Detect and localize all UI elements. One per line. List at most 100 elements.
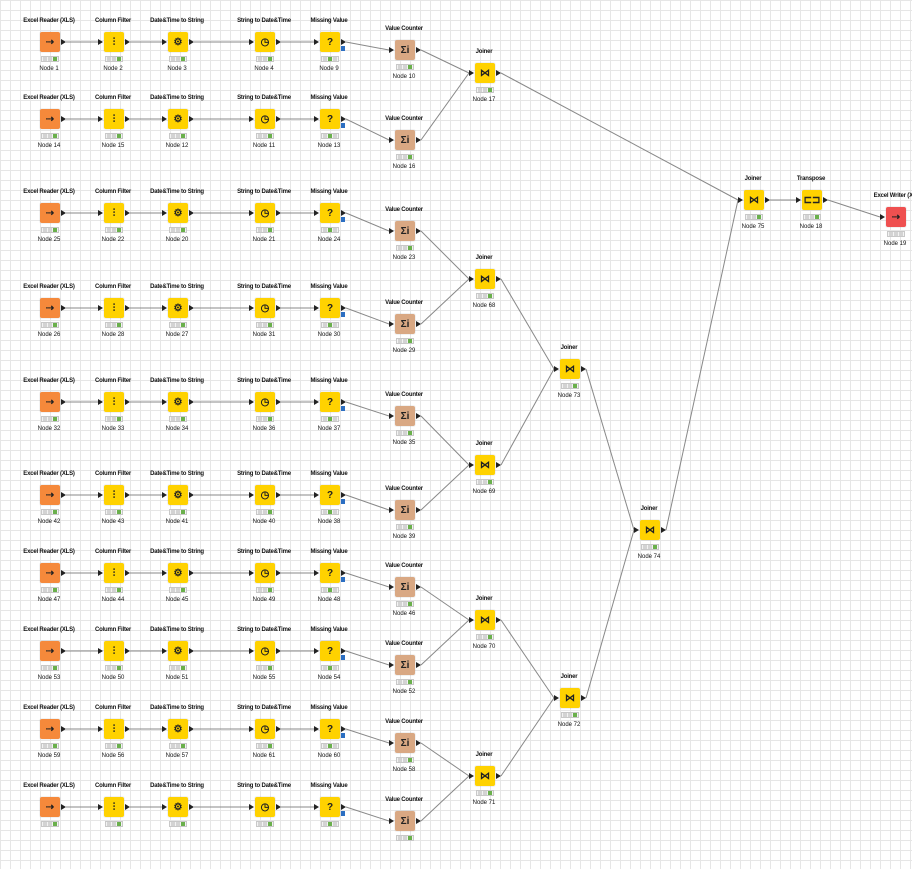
- input-port[interactable]: [796, 197, 801, 203]
- output-port[interactable]: [416, 662, 421, 668]
- output-port[interactable]: [61, 492, 66, 498]
- datetime-to-string-icon[interactable]: ⚙: [168, 109, 188, 129]
- input-port[interactable]: [98, 492, 103, 498]
- node-n70[interactable]: Joiner⋈Node 70: [449, 596, 519, 668]
- output-port[interactable]: [276, 305, 281, 311]
- input-port[interactable]: [469, 773, 474, 779]
- missing-value-icon[interactable]: ?: [320, 298, 340, 318]
- node-n13[interactable]: Missing Value?Node 13: [294, 95, 364, 167]
- node-n2[interactable]: Column Filter⫶Node 2: [78, 18, 148, 90]
- node-n71[interactable]: Joiner⋈Node 71: [449, 752, 519, 824]
- flow-variable-port[interactable]: [341, 733, 345, 738]
- excel-reader-icon[interactable]: ⇢: [40, 32, 60, 52]
- node-n50[interactable]: Column Filter⫶Node 50: [78, 627, 148, 699]
- output-port[interactable]: [416, 584, 421, 590]
- input-port[interactable]: [554, 695, 559, 701]
- input-port[interactable]: [98, 726, 103, 732]
- datetime-to-string-icon[interactable]: ⚙: [168, 563, 188, 583]
- column-filter-icon[interactable]: ⫶: [104, 32, 124, 52]
- input-port[interactable]: [389, 321, 394, 327]
- value-counter-icon[interactable]: Σi: [395, 221, 415, 241]
- input-port[interactable]: [249, 492, 254, 498]
- input-port[interactable]: [98, 804, 103, 810]
- excel-reader-icon[interactable]: ⇢: [40, 797, 60, 817]
- output-port[interactable]: [416, 47, 421, 53]
- node-n21[interactable]: String to Date&Time◷Node 21: [229, 189, 299, 261]
- output-port[interactable]: [61, 399, 66, 405]
- node-nr10a[interactable]: Excel Reader (XLS)⇢: [14, 783, 84, 855]
- node-n37[interactable]: Missing Value?Node 37: [294, 378, 364, 450]
- input-port[interactable]: [162, 399, 167, 405]
- output-port[interactable]: [125, 570, 130, 576]
- output-port[interactable]: [341, 39, 346, 45]
- output-port[interactable]: [416, 740, 421, 746]
- output-port[interactable]: [125, 492, 130, 498]
- node-n53[interactable]: Excel Reader (XLS)⇢Node 53: [14, 627, 84, 699]
- output-port[interactable]: [416, 818, 421, 824]
- input-port[interactable]: [98, 648, 103, 654]
- output-port[interactable]: [189, 804, 194, 810]
- input-port[interactable]: [162, 210, 167, 216]
- output-port[interactable]: [189, 116, 194, 122]
- output-port[interactable]: [765, 197, 770, 203]
- output-port[interactable]: [661, 527, 666, 533]
- node-n72[interactable]: Joiner⋈Node 72: [534, 674, 604, 746]
- excel-reader-icon[interactable]: ⇢: [40, 109, 60, 129]
- output-port[interactable]: [125, 804, 130, 810]
- input-port[interactable]: [314, 726, 319, 732]
- input-port[interactable]: [98, 570, 103, 576]
- output-port[interactable]: [341, 399, 346, 405]
- output-port[interactable]: [496, 617, 501, 623]
- output-port[interactable]: [416, 507, 421, 513]
- excel-reader-icon[interactable]: ⇢: [40, 392, 60, 412]
- input-port[interactable]: [469, 70, 474, 76]
- flow-variable-port[interactable]: [341, 499, 345, 504]
- node-n1[interactable]: Excel Reader (XLS)⇢Node 1: [14, 18, 84, 90]
- node-n27[interactable]: Date&Time to String⚙Node 27: [142, 284, 212, 356]
- missing-value-icon[interactable]: ?: [320, 563, 340, 583]
- input-port[interactable]: [249, 804, 254, 810]
- output-port[interactable]: [416, 228, 421, 234]
- node-nr10b[interactable]: Column Filter⫶: [78, 783, 148, 855]
- excel-reader-icon[interactable]: ⇢: [40, 641, 60, 661]
- excel-writer-icon[interactable]: ⇢: [886, 207, 906, 227]
- node-n25[interactable]: Excel Reader (XLS)⇢Node 25: [14, 189, 84, 261]
- node-n19[interactable]: Excel Writer (XL⇢Node 19: [860, 193, 912, 265]
- joiner-icon[interactable]: ⋈: [560, 688, 580, 708]
- flow-variable-port[interactable]: [341, 217, 345, 222]
- input-port[interactable]: [98, 399, 103, 405]
- output-port[interactable]: [341, 492, 346, 498]
- joiner-icon[interactable]: ⋈: [475, 766, 495, 786]
- node-n60[interactable]: Missing Value?Node 60: [294, 705, 364, 777]
- input-port[interactable]: [469, 617, 474, 623]
- input-port[interactable]: [249, 399, 254, 405]
- output-port[interactable]: [125, 305, 130, 311]
- input-port[interactable]: [98, 210, 103, 216]
- input-port[interactable]: [469, 462, 474, 468]
- excel-reader-icon[interactable]: ⇢: [40, 563, 60, 583]
- node-n73[interactable]: Joiner⋈Node 73: [534, 345, 604, 417]
- output-port[interactable]: [823, 197, 828, 203]
- string-to-datetime-icon[interactable]: ◷: [255, 32, 275, 52]
- output-port[interactable]: [189, 305, 194, 311]
- column-filter-icon[interactable]: ⫶: [104, 392, 124, 412]
- input-port[interactable]: [738, 197, 743, 203]
- value-counter-icon[interactable]: Σi: [395, 577, 415, 597]
- node-n26[interactable]: Excel Reader (XLS)⇢Node 26: [14, 284, 84, 356]
- column-filter-icon[interactable]: ⫶: [104, 109, 124, 129]
- output-port[interactable]: [341, 570, 346, 576]
- string-to-datetime-icon[interactable]: ◷: [255, 485, 275, 505]
- output-port[interactable]: [581, 366, 586, 372]
- value-counter-icon[interactable]: Σi: [395, 130, 415, 150]
- output-port[interactable]: [61, 648, 66, 654]
- node-n43[interactable]: Column Filter⫶Node 43: [78, 471, 148, 543]
- string-to-datetime-icon[interactable]: ◷: [255, 109, 275, 129]
- missing-value-icon[interactable]: ?: [320, 392, 340, 412]
- node-n38[interactable]: Missing Value?Node 38: [294, 471, 364, 543]
- node-n74[interactable]: Joiner⋈Node 74: [614, 506, 684, 578]
